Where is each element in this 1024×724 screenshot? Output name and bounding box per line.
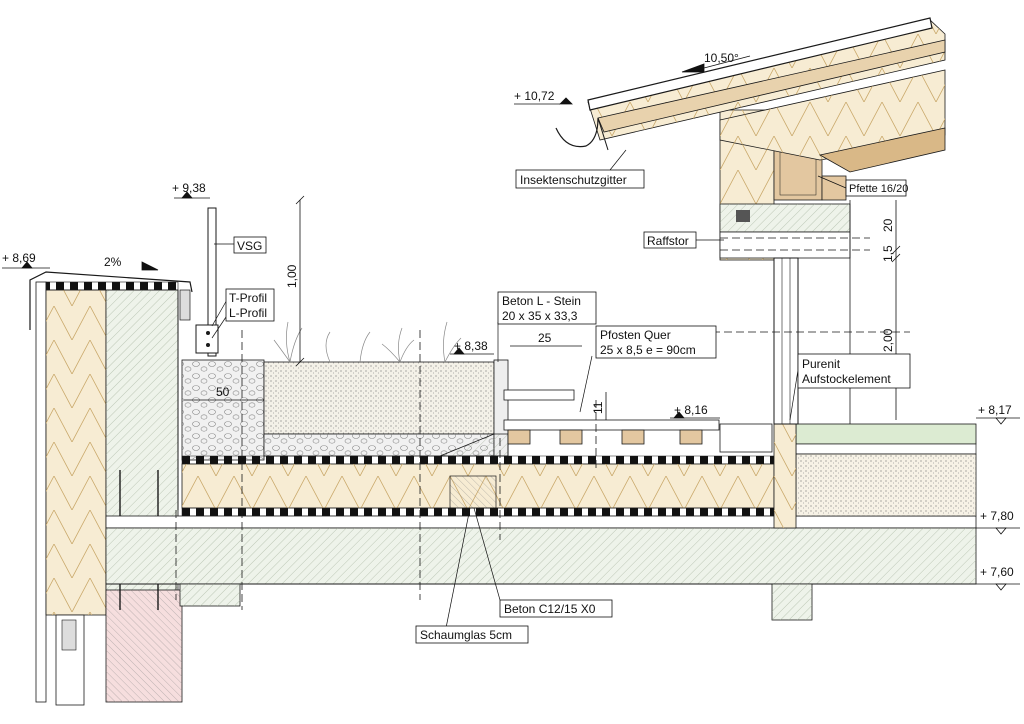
level-869: + 8,69 [2,251,36,265]
dim-100: 1,00 [285,264,299,288]
callout-profiles: T-Profil L-Profil [225,288,275,322]
callout-beton-l: Beton L - Stein 20 x 35 x 33,3 [497,291,597,325]
gutter [555,117,599,148]
label-raffstor: Raffstor [647,234,689,248]
label-insektenschutz: Insektenschutzgitter [520,173,627,187]
parapet-cap [29,271,193,510]
level-1072: + 10,72 [514,89,555,103]
label-lprofil: L-Profil [229,306,267,320]
callout-schaumglas: Schaumglas 5cm [415,625,529,644]
level-markers [2,97,1020,591]
callout-vsg: VSG [233,236,267,254]
callout-pfosten: Pfosten Quer 25 x 8,5 e = 90cm [595,325,717,359]
blind-box [719,231,851,259]
label-schaumglas: Schaumglas 5cm [420,628,512,642]
dim-15: 1,5 [881,245,895,262]
label-beton-l: Beton L - Stein [502,294,581,308]
foam-glass [449,475,497,509]
concrete-slab [105,515,977,621]
label-pfosten: Pfosten Quer [600,328,671,342]
label-aufstockelement: Aufstockelement [802,372,891,386]
label-beton-l-size: 20 x 35 x 33,3 [502,309,578,323]
level-938: + 9,38 [172,181,206,195]
label-beton-c: Beton C12/15 X0 [504,602,596,616]
callout-insektenschutz: Insektenschutzgitter [515,169,645,189]
level-760: + 7,60 [980,565,1014,579]
callout-beton-c: Beton C12/15 X0 [499,599,613,618]
annotation-labels: + 10,72 + 9,38 + 8,69 + 8,38 + 8,16 + 8,… [2,51,1014,644]
level-780: + 7,80 [980,509,1014,523]
left-wall [35,281,183,706]
callout-raffstor: Raffstor [643,231,697,249]
dim-50: 50 [216,385,230,399]
level-817: + 8,17 [978,403,1012,417]
dim-25: 25 [538,331,552,345]
right-terrace [773,423,977,529]
dim-20: 20 [881,218,895,232]
railing [195,207,219,357]
label-pfette: Pfette 16/20 [849,183,908,195]
callout-purenit: Purenit Aufstockelement [797,353,911,389]
plants [273,321,462,363]
level-838: + 8,38 [454,339,488,353]
drain-channel [719,423,773,453]
window-frame [773,257,799,425]
leader-lines [211,149,847,629]
grid-axes [175,237,910,610]
label-purenit: Purenit [802,357,841,371]
dim-200: 2,00 [881,328,895,352]
label-vsg: VSG [237,239,262,253]
parapet-slope: 2% [104,255,122,269]
dim-11: 11 [591,401,605,414]
pitched-roof [555,17,946,173]
level-816: + 8,16 [674,403,708,417]
roof-slope: 10,50° [704,51,739,65]
label-pfosten-size: 25 x 8,5 e = 90cm [600,343,696,357]
callout-pfette: Pfette 16/20 [845,179,908,197]
terrace-buildup [181,359,775,517]
label-tprofil: T-Profil [229,291,267,305]
